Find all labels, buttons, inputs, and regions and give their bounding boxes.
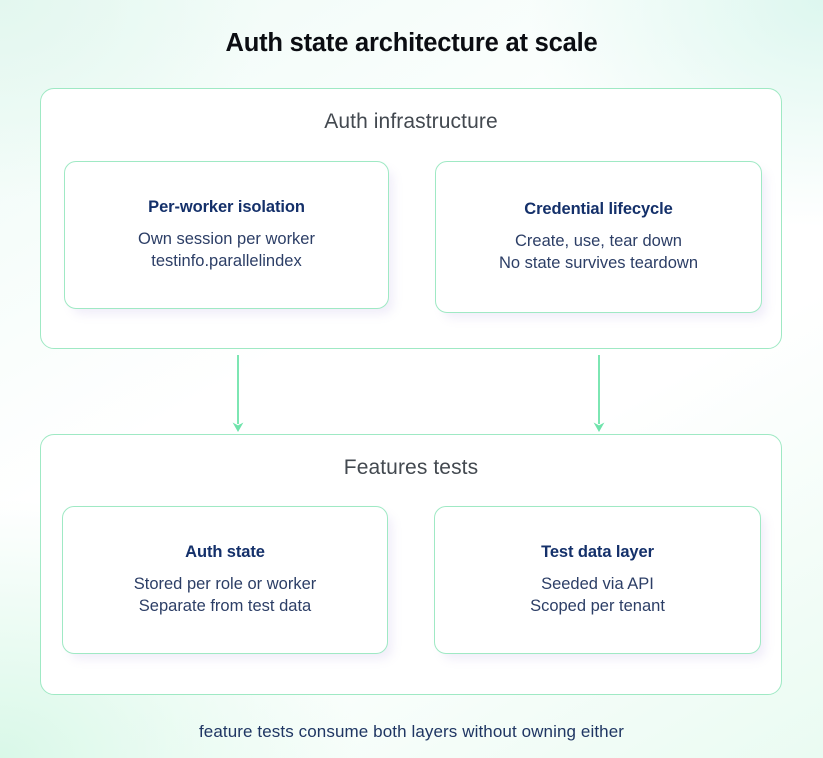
card-body: Stored per role or worker Separate from … [133, 574, 317, 615]
card-title: Per-worker isolation [148, 197, 305, 216]
card-per-worker-isolation: Per-worker isolation Own session per wor… [64, 161, 389, 309]
arrow-down-icon-right [591, 355, 607, 433]
card-body: Create, use, tear down No state survives… [498, 231, 698, 272]
arrow-down-icon-left [230, 355, 246, 433]
footer-caption: feature tests consume both layers withou… [198, 722, 625, 741]
card-test-data-layer: Test data layer Seeded via API Scoped pe… [434, 506, 761, 654]
card-title: Auth state [185, 542, 265, 561]
card-title: Test data layer [541, 542, 654, 561]
panel-heading-features-tests: Features tests [343, 456, 479, 479]
panel-heading-auth-infrastructure: Auth infrastructure [324, 110, 498, 133]
card-credential-lifecycle: Credential lifecycle Create, use, tear d… [435, 161, 762, 313]
page-title: Auth state architecture at scale [225, 29, 598, 57]
card-title: Credential lifecycle [524, 199, 673, 218]
card-body: Own session per worker testinfo.parallel… [138, 229, 315, 270]
card-auth-state: Auth state Stored per role or worker Sep… [62, 506, 388, 654]
card-body: Seeded via API Scoped per tenant [530, 574, 665, 615]
